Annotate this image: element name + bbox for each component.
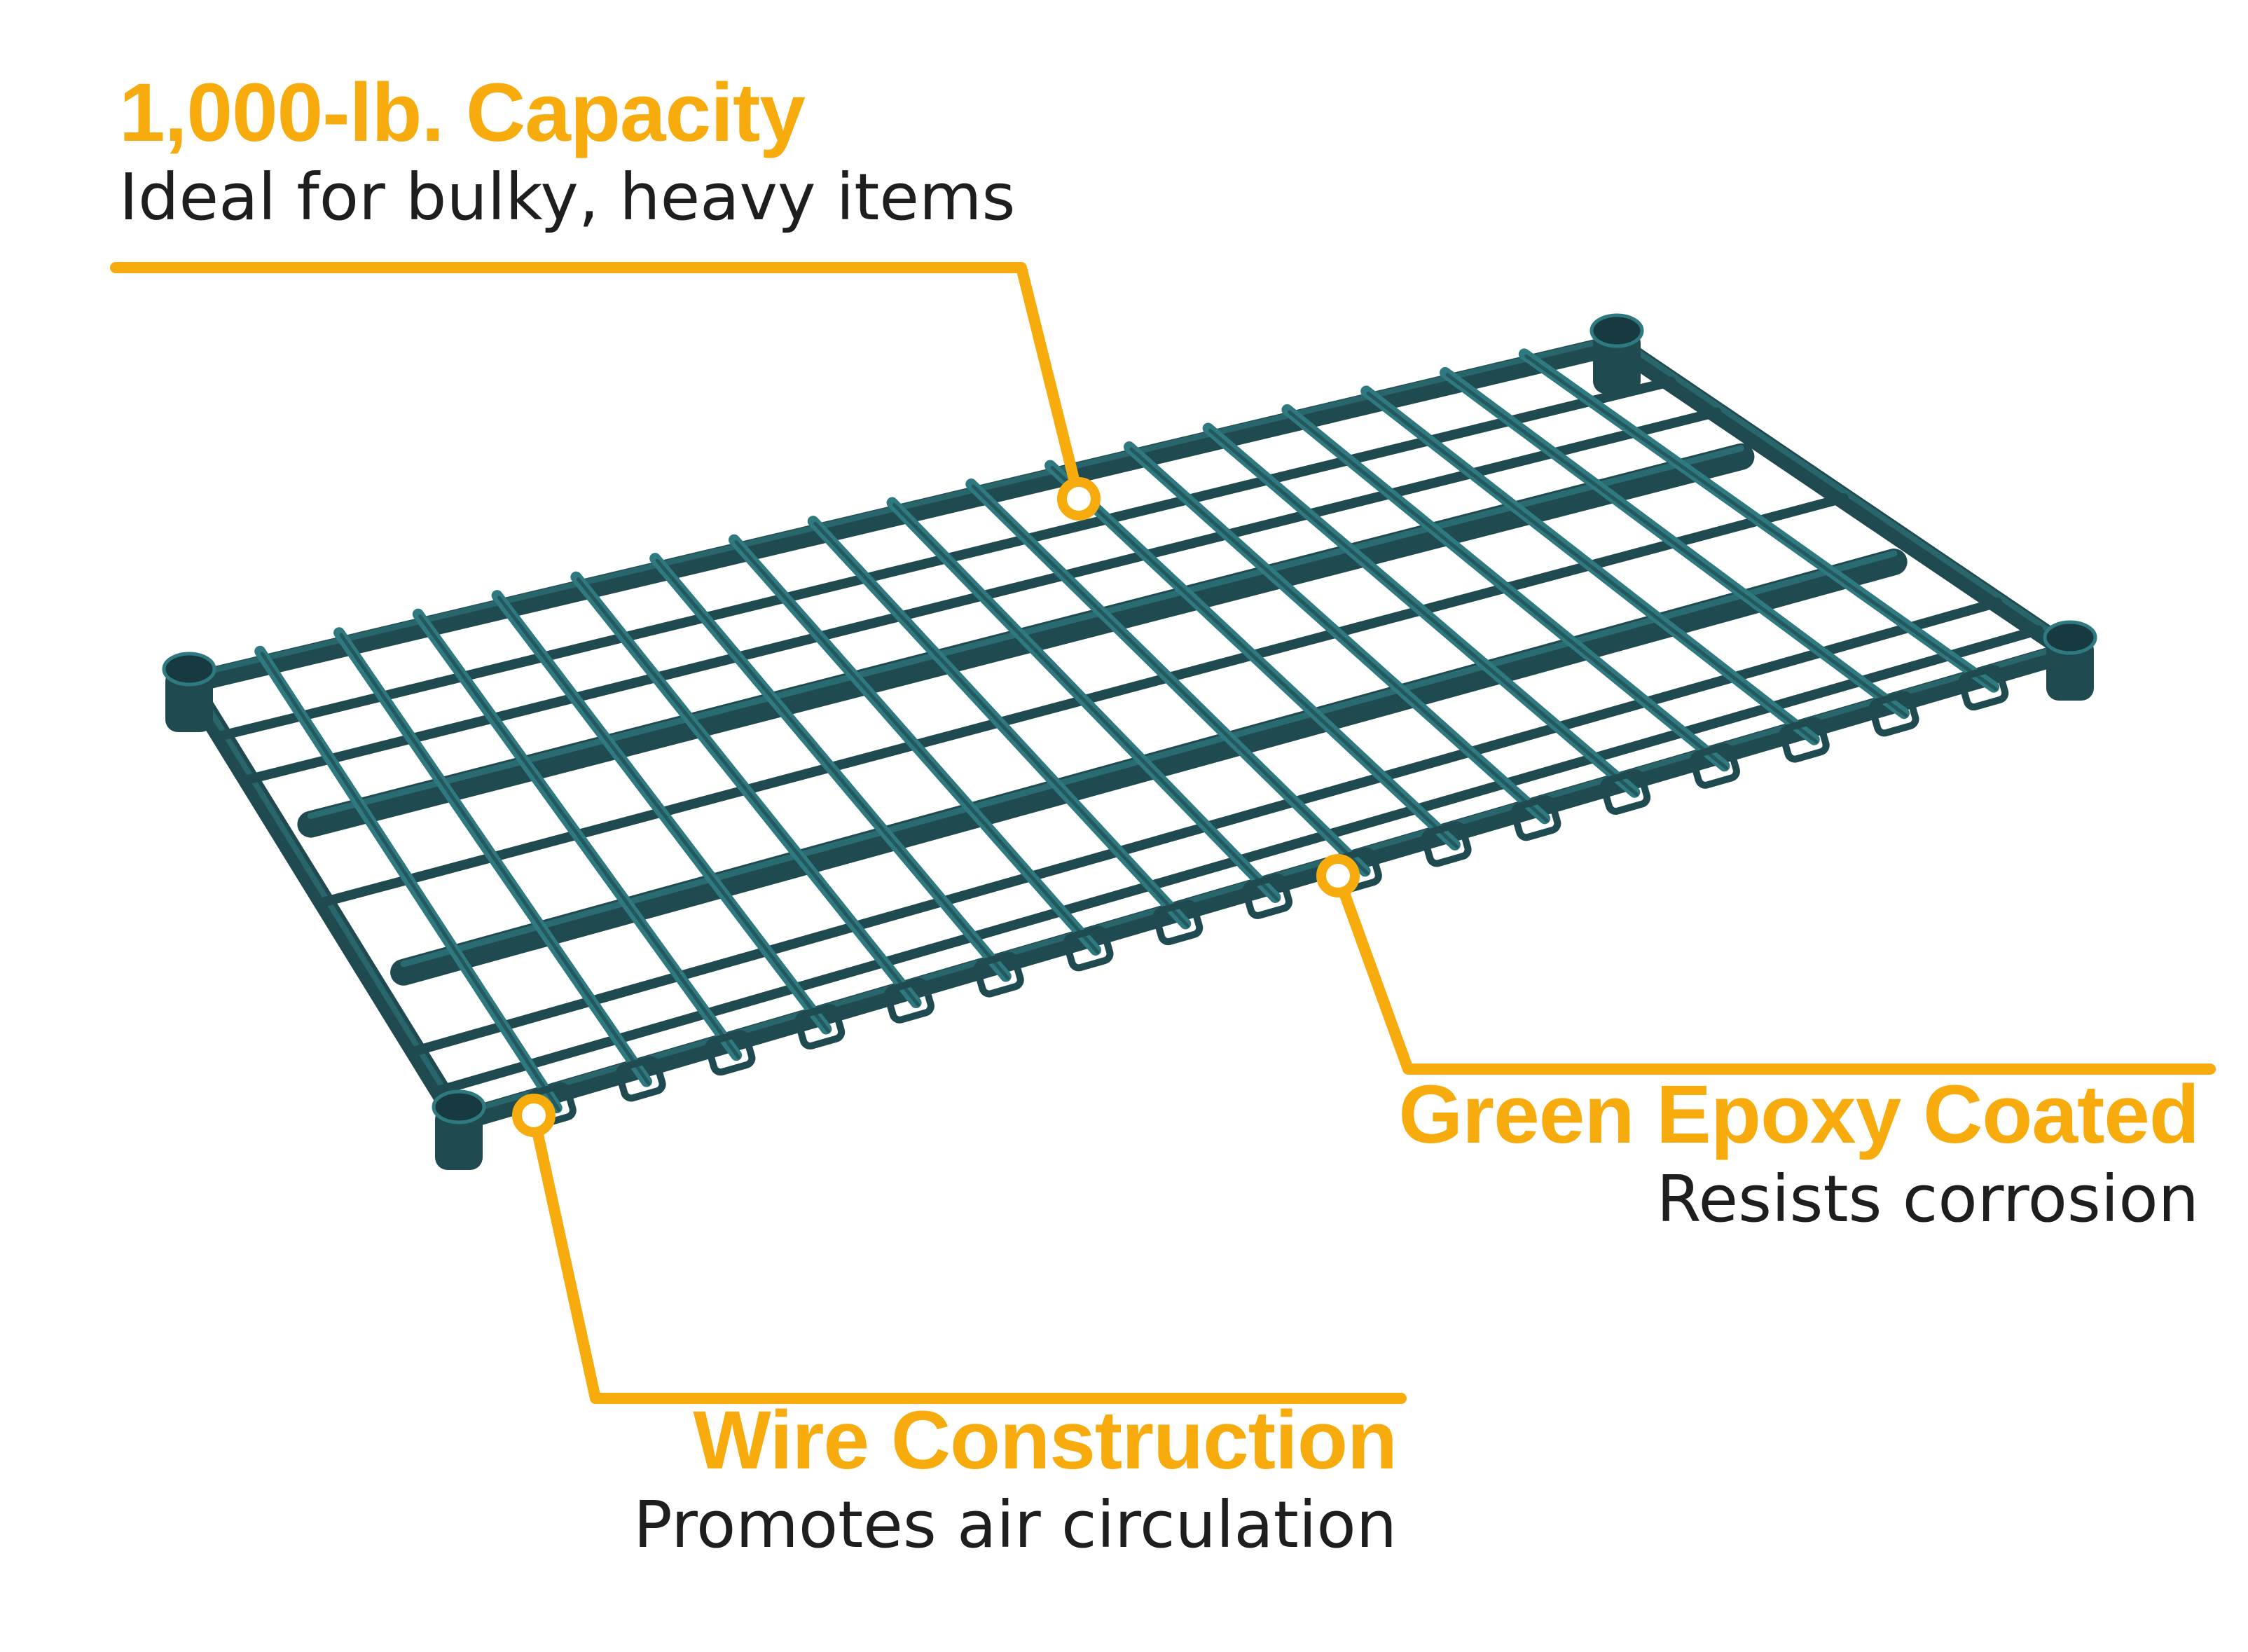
shelf-cross-wire-shadow	[1366, 391, 1819, 744]
callout-wire-construction: Wire Construction Promotes air circulati…	[633, 1394, 1398, 1565]
capacity-leader	[110, 262, 1084, 504]
shelf-cross-wire-shadow	[813, 521, 1189, 928]
shelf-frame-highlight	[1614, 335, 2073, 647]
shelf-wire-loop	[1600, 769, 1651, 815]
shelf-wire-loop	[1868, 691, 1919, 737]
shelf-corner-cap	[162, 652, 216, 687]
shelf-wire-loop	[705, 1030, 756, 1076]
shelf-wire-loop	[973, 951, 1024, 998]
shelf-corner-post	[165, 669, 213, 732]
shelf-wire-loop	[615, 1056, 666, 1102]
wire-leader	[528, 1110, 1407, 1404]
shelf-cross-wire-shadow	[734, 540, 1100, 954]
wire-shelf-image	[162, 313, 2097, 1170]
shelf-cross-wire-shadow	[260, 652, 561, 1112]
shelf-channel-highlight	[307, 445, 1744, 820]
shelf-cross-wire-shadow	[1445, 373, 1908, 717]
shelf-wire-loop	[1690, 743, 1740, 789]
shelf-cross-wire-shadow	[576, 577, 920, 1007]
shelf-corner-post	[1593, 331, 1641, 394]
capacity-headline: 1,000-lb. Capacity	[119, 67, 806, 159]
shelf-cross-wire-shadow	[1524, 354, 1998, 691]
callout-epoxy-coating: Green Epoxy Coated Resists corrosion	[1398, 1068, 2200, 1239]
shelf-wire-loop	[794, 1004, 846, 1049]
shelf-wire-loop	[884, 977, 935, 1024]
shelf-wire-loop	[1063, 925, 1114, 972]
shelf-cross-wire-shadow	[655, 558, 1010, 981]
shelf-cross-wire-shadow	[497, 596, 830, 1033]
shelf-corner-post	[2046, 638, 2094, 701]
shelf-wire-loop	[1779, 717, 1830, 763]
shelf-cross-wire-shadow	[1208, 428, 1639, 797]
shelf-cross-wire-shadow	[1129, 447, 1549, 822]
shelf-cross-wire-shadow	[1287, 410, 1729, 770]
shelf-corner-cap	[2043, 620, 2097, 655]
wire-leader-marker	[512, 1094, 556, 1137]
wire-headline: Wire Construction	[693, 1394, 1398, 1487]
shelf-wire-loop	[1958, 665, 2009, 711]
shelf-cross-wire-shadow	[971, 484, 1370, 875]
shelf-channel-highlight	[400, 550, 1898, 968]
shelf-corner-cap	[432, 1089, 486, 1124]
epoxy-leader-marker	[1316, 854, 1360, 897]
shelf-wire-loop	[1242, 873, 1293, 919]
shelf-frame-highlight	[186, 673, 462, 1117]
epoxy-headline: Green Epoxy Coated	[1398, 1068, 2200, 1161]
capacity-leader-marker	[1057, 477, 1101, 521]
shelf-cross-wire-shadow	[892, 503, 1279, 902]
epoxy-subline: Resists corrosion	[1656, 1161, 2199, 1237]
shelf-cross-wire-shadow	[1050, 466, 1459, 849]
shelf-corner-cap	[1590, 313, 1644, 348]
callout-capacity: 1,000-lb. Capacity Ideal for bulky, heav…	[119, 67, 1016, 238]
capacity-subline: Ideal for bulky, heavy items	[119, 159, 1016, 235]
epoxy-leader	[1332, 870, 2216, 1075]
shelf-cross-wire-shadow	[418, 614, 740, 1059]
shelf-cross-wire-shadow	[339, 633, 651, 1086]
shelf-wire-loop	[1152, 900, 1204, 946]
shelf-wire-loop	[1510, 795, 1561, 841]
shelf-corner-post	[435, 1107, 483, 1170]
callout-leader-lines	[110, 262, 2216, 1404]
shelf-wire-loop	[1421, 821, 1472, 867]
wire-subline: Promotes air circulation	[633, 1487, 1397, 1562]
